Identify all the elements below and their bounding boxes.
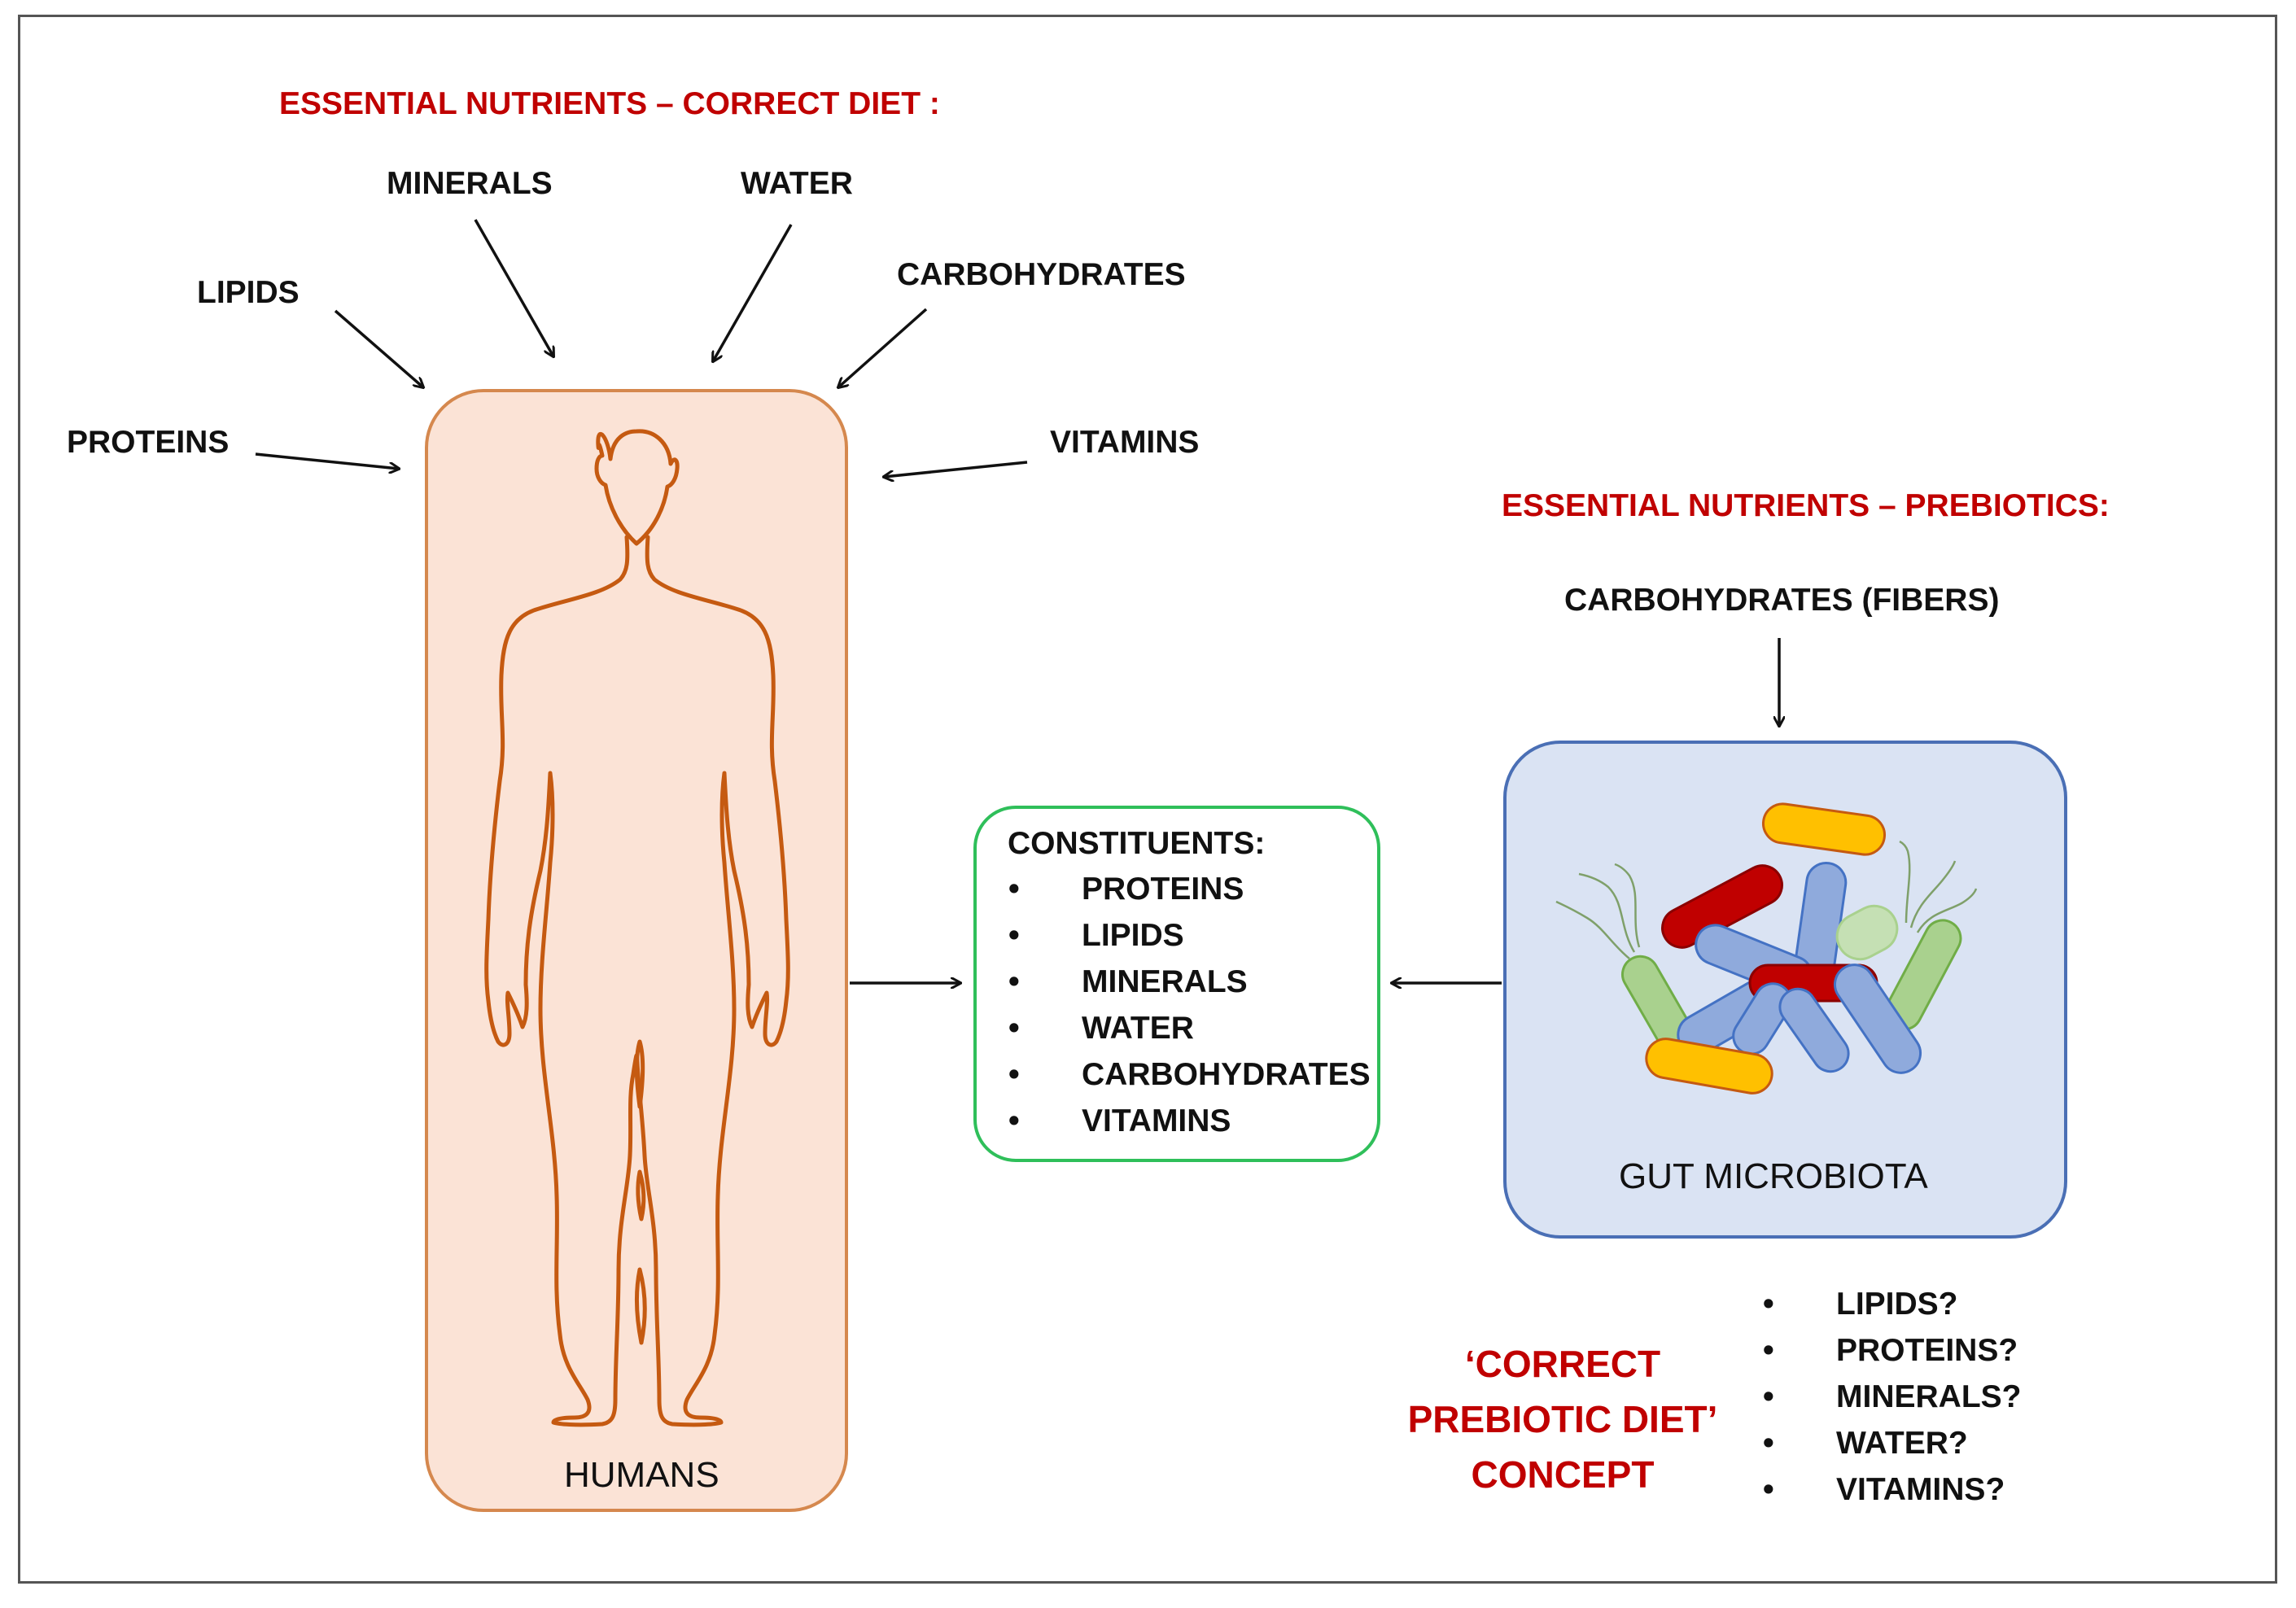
constituent-item: WATER: [1008, 1005, 1371, 1051]
label-proteins: PROTEINS: [67, 425, 230, 460]
gut-microbiota-label: GUT MICROBIOTA: [1619, 1156, 1928, 1196]
bacterium-yellow-bottom: [1645, 1038, 1773, 1095]
heading-prebiotics: ESSENTIAL NUTRIENTS – PREBIOTICS:: [1502, 488, 2110, 523]
arrow-minerals: [474, 219, 553, 356]
question-item: LIPIDS?: [1763, 1281, 2022, 1327]
arrow-proteins: [255, 452, 399, 469]
label-lipids: LIPIDS: [197, 275, 300, 310]
correct-prebiotic-diet-concept: ‘CORRECT PREBIOTIC DIET’ CONCEPT: [1384, 1336, 1742, 1502]
constituent-item: VITAMINS: [1008, 1098, 1371, 1144]
constituent-item: PROTEINS: [1008, 866, 1371, 912]
arrow-lipids: [334, 309, 423, 387]
arrow-vitamins: [884, 461, 1028, 477]
label-fibers: CARBOHYDRATES (FIBERS): [1564, 583, 2000, 618]
bacterium-blue-5: [1778, 987, 1850, 1073]
label-carbohydrates: CARBOHYDRATES: [897, 257, 1186, 292]
question-item: WATER?: [1763, 1420, 2022, 1466]
concept-line-1: ‘CORRECT: [1464, 1343, 1661, 1385]
constituent-item: MINERALS: [1008, 959, 1371, 1005]
constituent-item: LIPIDS: [1008, 912, 1371, 959]
constituents-list: PROTEINS LIPIDS MINERALS WATER CARBOHYDR…: [1008, 866, 1371, 1144]
bacterium-lightgreen: [1835, 904, 1899, 961]
question-item: PROTEINS?: [1763, 1327, 2022, 1374]
question-item: MINERALS?: [1763, 1374, 2021, 1420]
label-minerals: MINERALS: [387, 166, 553, 201]
bacterium-yellow-top: [1761, 802, 1887, 856]
bacterium-red-left: [1661, 864, 1783, 949]
heading-correct-diet: ESSENTIAL NUTRIENTS – CORRECT DIET :: [279, 86, 940, 121]
concept-line-3: CONCEPT: [1471, 1453, 1655, 1496]
constituents-title: CONSTITUENTS:: [1008, 826, 1266, 861]
figure-frame: [18, 15, 2277, 1584]
arrow-water: [713, 224, 793, 361]
arrow-carbohydrates: [838, 308, 928, 387]
label-vitamins: VITAMINS: [1050, 425, 1200, 460]
humans-label: HUMANS: [564, 1455, 719, 1495]
question-item: VITAMINS?: [1763, 1466, 2022, 1513]
constituent-item: CARBOHYDRATES: [1008, 1051, 1371, 1098]
label-water: WATER: [741, 166, 853, 201]
concept-line-2: PREBIOTIC DIET’: [1407, 1398, 1718, 1440]
questions-list: LIPIDS? PROTEINS? MINERALS? WATER? VITAM…: [1763, 1281, 2022, 1513]
bacteria-cluster-icon: [1555, 802, 1978, 1095]
human-silhouette-icon: [484, 429, 790, 1427]
bacterium-blue-6: [1833, 963, 1922, 1074]
